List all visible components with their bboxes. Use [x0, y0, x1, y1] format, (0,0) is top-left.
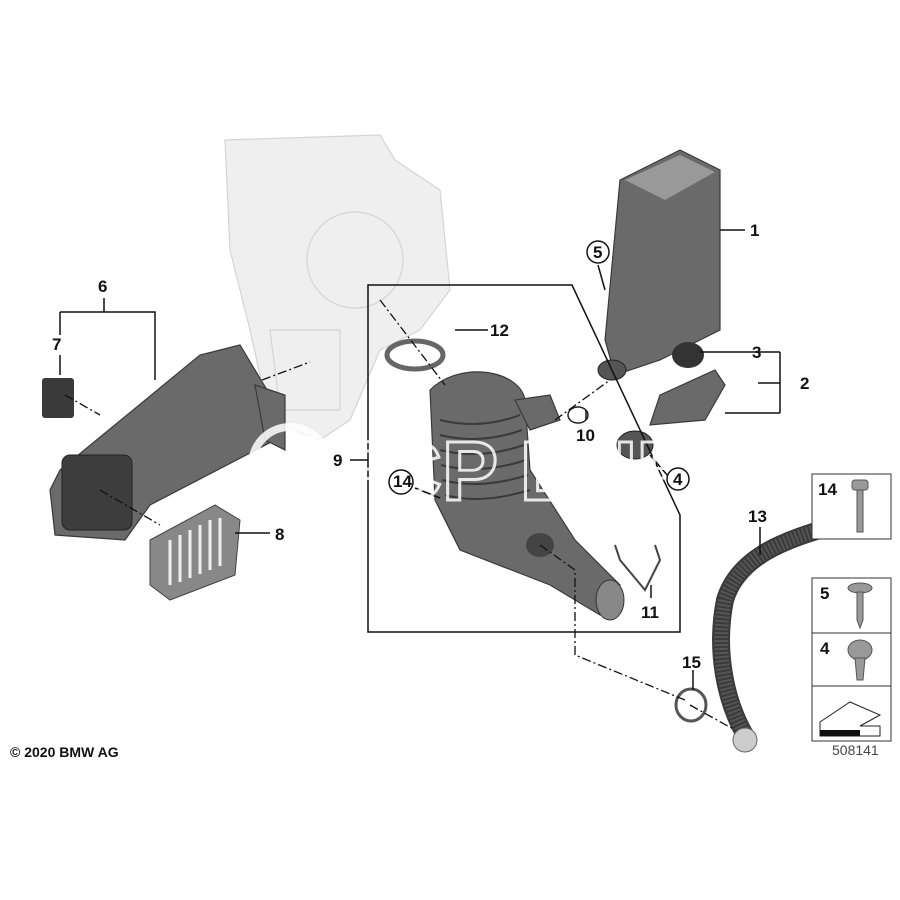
- leader-lines: [59, 229, 781, 690]
- callout-5: 5: [593, 243, 602, 262]
- diagram-number: 508141: [832, 742, 879, 758]
- copyright: © 2020 BMW AG: [10, 744, 119, 760]
- callout-12: 12: [490, 321, 509, 340]
- callout-4-circle: [666, 467, 690, 491]
- legend-item-14: 14: [818, 480, 837, 499]
- grille-part: [149, 504, 241, 601]
- resonator-part: [597, 149, 721, 381]
- legend-item-4: 4: [820, 639, 830, 658]
- group-frame-9: [367, 284, 681, 633]
- callout-11: 11: [641, 603, 659, 622]
- foam-pad-part: [42, 378, 74, 418]
- callout-9: 9: [333, 451, 342, 470]
- clip-icon: [847, 639, 873, 681]
- callout-10: 10: [576, 426, 595, 445]
- callout-13: 13: [748, 507, 767, 526]
- intake-boot-part: [429, 371, 625, 621]
- callout-1: 1: [750, 221, 759, 240]
- front-direction-arrow-icon: [819, 701, 882, 737]
- callout-4: 4: [673, 470, 683, 489]
- callout-15: 15: [682, 653, 701, 672]
- callout-14-circle: [388, 469, 414, 495]
- bolt-icon: [851, 479, 869, 533]
- callout-5-circle: [586, 240, 610, 264]
- bracket-part: [649, 369, 726, 426]
- callout-6: 6: [98, 277, 107, 296]
- grommet-part: [672, 342, 704, 368]
- callout-3: 3: [752, 343, 761, 362]
- fastener-legend: 14 5 4: [811, 473, 892, 742]
- vent-hose-part: [712, 511, 873, 753]
- callout-2: 2: [800, 374, 809, 393]
- callout-14: 14: [393, 472, 412, 491]
- legend-item-5: 5: [820, 584, 829, 603]
- dash-dot-lines: [64, 299, 736, 731]
- callout-8: 8: [275, 525, 284, 544]
- air-duct-part: [49, 344, 286, 541]
- air-filter-housing-ghost: [224, 134, 451, 441]
- screw-icon: [847, 582, 873, 630]
- callout-7: 7: [52, 335, 61, 354]
- o-ring-part: [567, 406, 589, 424]
- seal-ring-part: [674, 687, 708, 723]
- hose-clamp-part: [384, 338, 446, 372]
- wire-clip-part: [614, 544, 662, 592]
